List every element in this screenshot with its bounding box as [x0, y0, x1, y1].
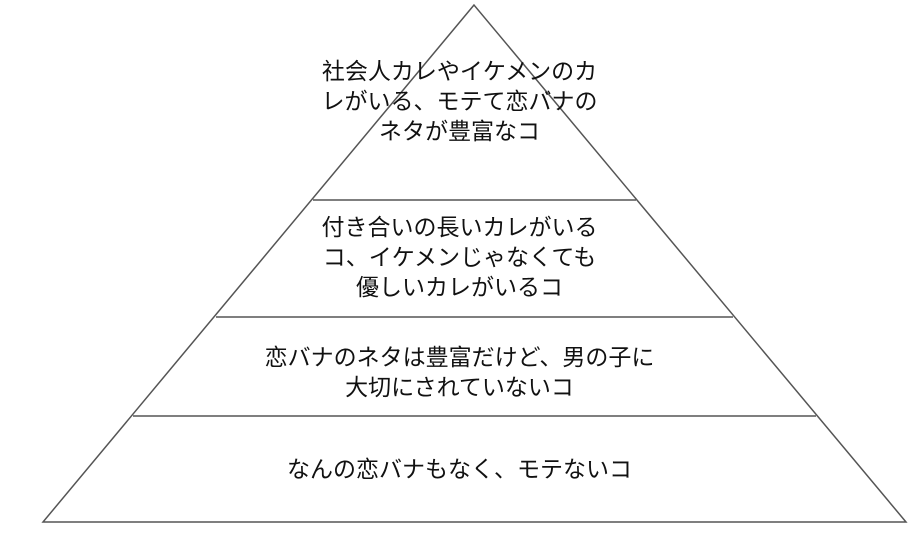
- pyramid-outline: [41, 3, 908, 523]
- tier-2-label: 付き合いの長いカレがいる コ、イケメンじゃなくても 優しいカレがいるコ: [321, 215, 598, 301]
- tier-4-label: なんの恋バナもなく、モテないコ: [287, 457, 632, 483]
- tier-1-label: 社会人カレやイケメンのカ レがいる、モテて恋バナの ネタが豊富なコ: [321, 59, 598, 145]
- tier-3-label: 恋バナのネタは豊富だけど、男の子に 大切にされていないコ: [264, 345, 655, 401]
